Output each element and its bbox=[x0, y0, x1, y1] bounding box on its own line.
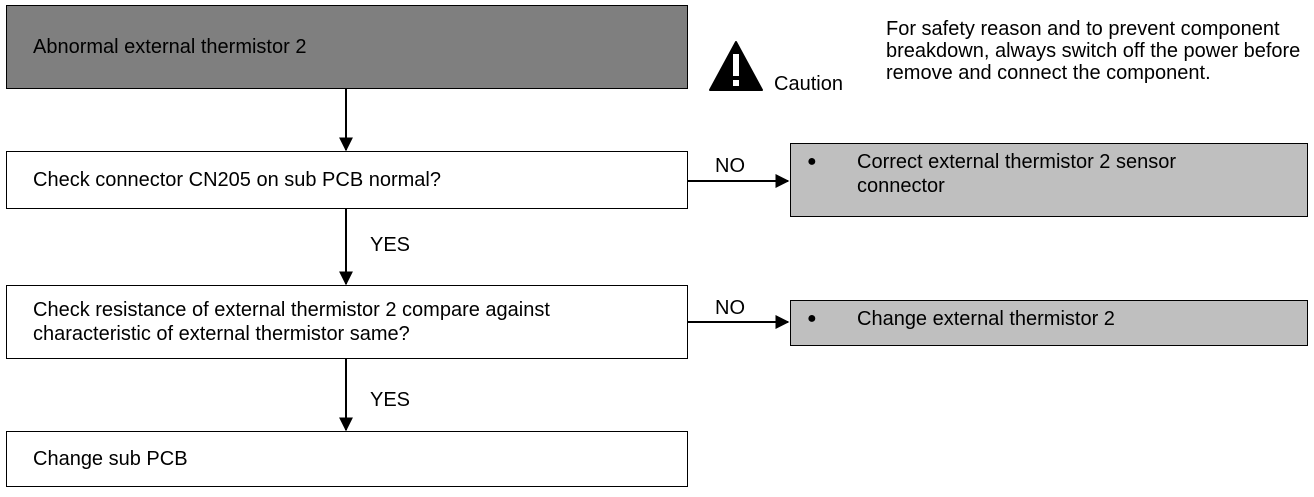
end-box: Change sub PCB bbox=[6, 431, 688, 487]
caution-note: For safety reason and to prevent compone… bbox=[886, 18, 1301, 84]
step1-yes-label: YES bbox=[370, 234, 411, 256]
step2-no-action: Change external thermistor 2 bbox=[857, 308, 1115, 330]
end-label: Change sub PCB bbox=[33, 448, 188, 470]
step1-no-action: Correct external thermistor 2 sensor con… bbox=[857, 151, 1177, 197]
step2-box: Check resistance of external thermistor … bbox=[6, 285, 688, 359]
step1-no-label: NO bbox=[715, 155, 745, 177]
bullet-icon: ● bbox=[807, 153, 817, 170]
start-box: Abnormal external thermistor 2 bbox=[6, 5, 688, 89]
warning-triangle-icon bbox=[709, 41, 763, 91]
step1-question: Check connector CN205 on sub PCB normal? bbox=[33, 169, 441, 191]
caution-label: Caution bbox=[774, 73, 843, 95]
step1-no-action-box: ● Correct external thermistor 2 sensor c… bbox=[790, 143, 1308, 217]
step1-box: Check connector CN205 on sub PCB normal? bbox=[6, 151, 688, 209]
step2-no-action-box: ● Change external thermistor 2 bbox=[790, 300, 1308, 346]
start-label: Abnormal external thermistor 2 bbox=[33, 36, 307, 58]
bullet-icon: ● bbox=[807, 310, 817, 327]
step2-yes-label: YES bbox=[370, 389, 411, 411]
step2-question: Check resistance of external thermistor … bbox=[33, 299, 550, 345]
step2-no-label: NO bbox=[715, 297, 745, 319]
